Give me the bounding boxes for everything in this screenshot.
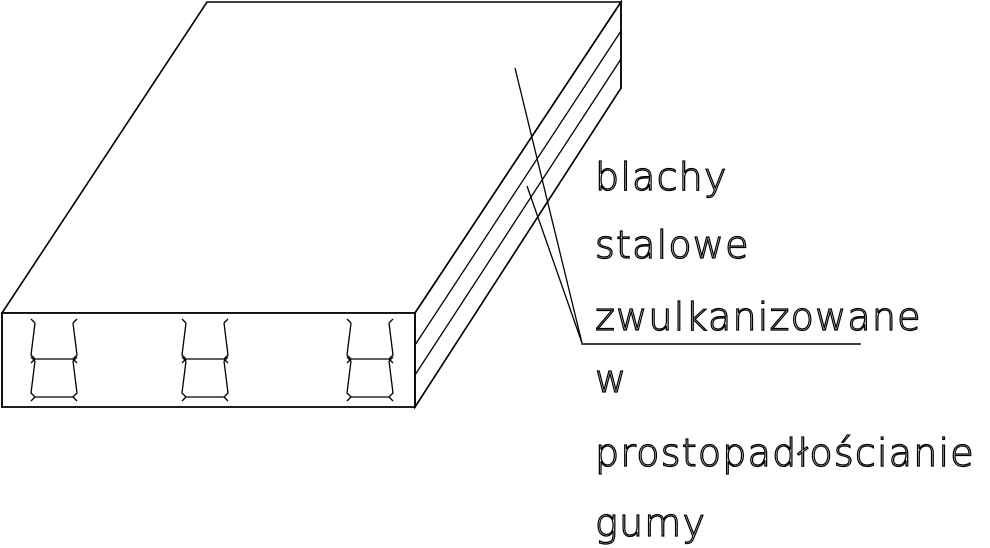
bowtie-group-1 [30, 318, 78, 402]
annotation-line-w: w [595, 357, 627, 401]
bowtie-lower-1-tails [30, 356, 78, 402]
layer-line-3 [414, 58, 622, 376]
bowtie-lower-2-tails [181, 356, 229, 402]
bowtie-group-3 [346, 318, 394, 402]
annotation-line-stalowe: stalowe [595, 223, 750, 267]
bowtie-lower-1 [30, 360, 78, 398]
bowtie-upper-2-tails [181, 318, 229, 324]
front-face [1, 312, 416, 408]
leader-line-lower [526, 185, 583, 344]
annotation-line-prostopadloscianie: prostopadłościanie [595, 431, 975, 475]
bowtie-group-2 [181, 318, 229, 402]
layer-line-2 [414, 30, 622, 346]
layer-line-4 [414, 87, 622, 408]
bowtie-lower-2 [181, 360, 229, 398]
bowtie-lower-3 [346, 360, 394, 398]
laminate-layer-lines [414, 1, 622, 408]
bowtie-upper-1-tails [30, 318, 78, 324]
bowtie-symbols [30, 318, 394, 402]
callout-leaders [514, 67, 861, 345]
bowtie-lower-3-tails [346, 356, 394, 402]
leader-line-upper [514, 67, 583, 344]
bowtie-upper-3-tails [346, 318, 394, 324]
annotation-line-gumy: gumy [595, 501, 706, 545]
annotation-text-block: blachy stalowe zwulkanizowane w prostopa… [594, 154, 975, 545]
block-solid [0, 0, 623, 410]
annotation-line-blachy: blachy [595, 155, 728, 199]
layer-line-1 [414, 1, 622, 314]
annotation-line-zwulkanizowane: zwulkanizowane [595, 295, 922, 339]
